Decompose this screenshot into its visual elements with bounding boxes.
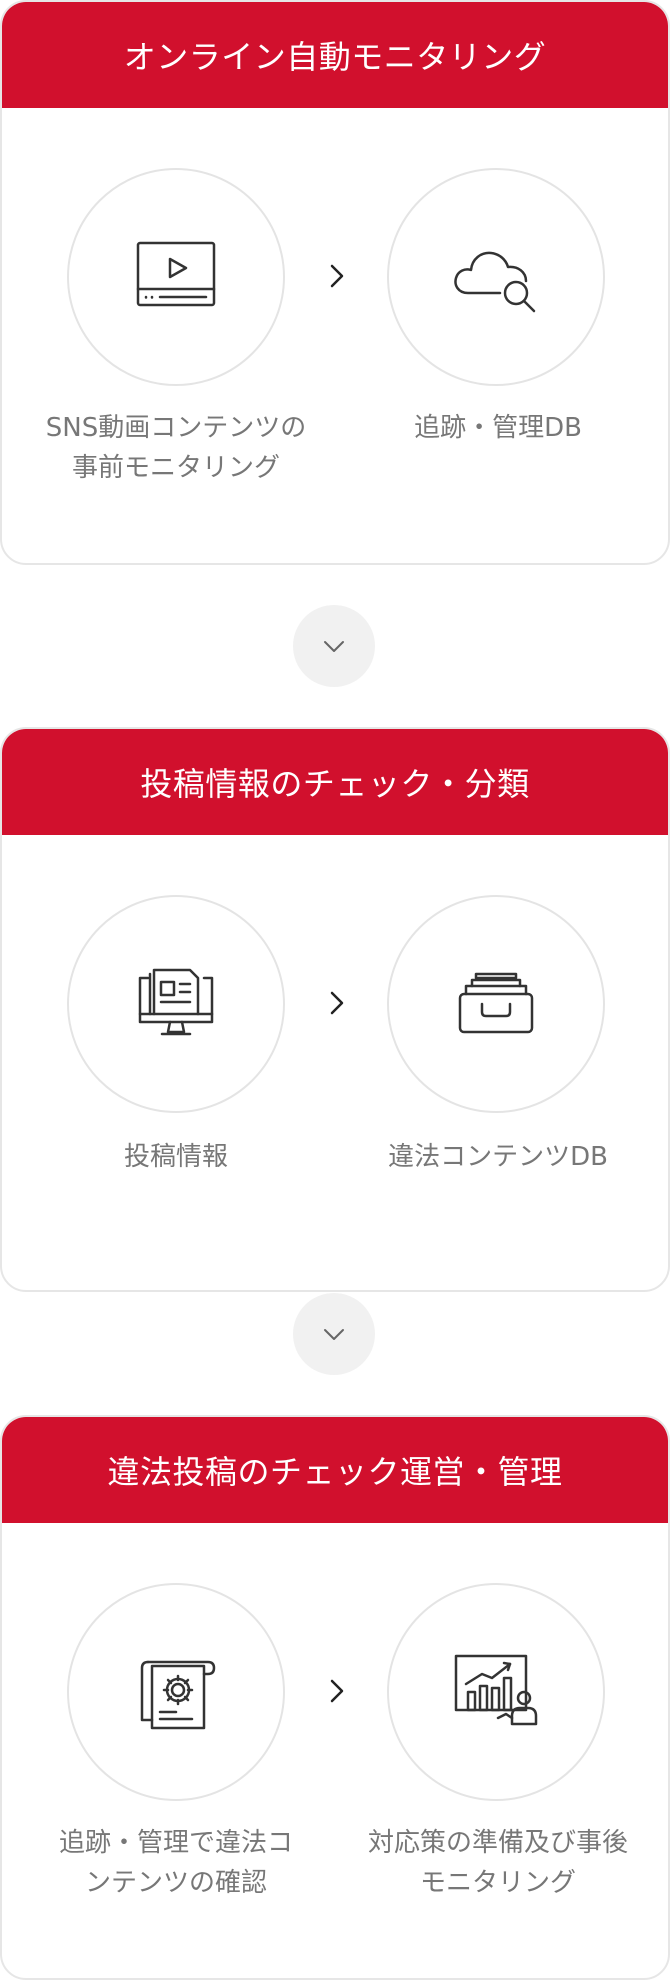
video-player-icon bbox=[67, 168, 285, 386]
cloud-search-icon bbox=[387, 168, 605, 386]
step-item-label: 投稿情報 bbox=[123, 1142, 228, 1172]
monitor-document-icon bbox=[67, 895, 285, 1113]
step-item-label: 対応策の準備及び事後 モニタリング bbox=[338, 1823, 658, 1903]
step-title: 投稿情報のチェック・分類 bbox=[2, 729, 668, 835]
step-card-1: オンライン自動モニタリング SNS動画コンテンツの 事前モニタリング bbox=[0, 0, 670, 565]
step-item-label: 追跡・管理DB bbox=[414, 413, 582, 443]
chevron-right-icon bbox=[319, 258, 355, 294]
step-title: 違法投稿のチェック運営・管理 bbox=[2, 1417, 668, 1523]
step-card-2: 投稿情報のチェック・分類 bbox=[0, 727, 670, 1292]
label-line: 事前モニタリング bbox=[71, 453, 280, 483]
step-item-label: 違法コンテンツDB bbox=[388, 1142, 608, 1172]
presentation-chart-icon bbox=[387, 1583, 605, 1801]
label-line: SNS動画コンテンツの bbox=[45, 413, 307, 443]
label-line: 追跡・管理で違法コ bbox=[58, 1828, 293, 1858]
step-item-label: SNS動画コンテンツの 事前モニタリング bbox=[16, 408, 336, 488]
step-title: オンライン自動モニタリング bbox=[2, 2, 668, 108]
step-item-label: 追跡・管理で違法コ ンテンツの確認 bbox=[16, 1823, 336, 1903]
label-line: 対応策の準備及び事後 bbox=[367, 1828, 628, 1858]
chevron-right-icon bbox=[319, 1673, 355, 1709]
label-line: モニタリング bbox=[419, 1868, 576, 1898]
chevron-right-icon bbox=[319, 985, 355, 1021]
archive-box-icon bbox=[387, 895, 605, 1113]
step-card-3: 違法投稿のチェック運営・管理 bbox=[0, 1415, 670, 1980]
label-line: ンテンツの確認 bbox=[84, 1868, 267, 1898]
chevron-down-icon[interactable] bbox=[293, 605, 375, 687]
chevron-down-icon[interactable] bbox=[293, 1293, 375, 1375]
settings-document-icon bbox=[67, 1583, 285, 1801]
